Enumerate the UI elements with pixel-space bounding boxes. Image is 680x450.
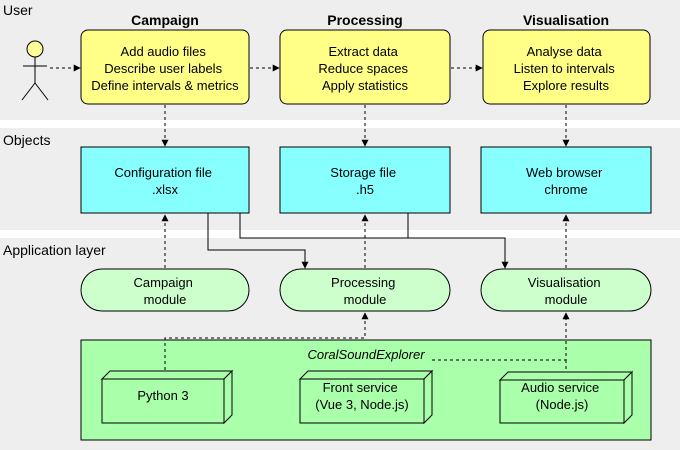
svg-text:Add audio files Describe: Add audio files Describe user labels Def… [91,44,239,93]
svg-text:Extract data Reduce spac: Extract data Reduce spaces Apply statist… [318,44,411,93]
module-visualisation-line-2: module [545,292,588,307]
column-header-visualisation: Visualisation [523,12,609,28]
module-processing-line-2: module [344,292,387,307]
task-visualisation-line-1: Analyse data [527,44,603,59]
object-browser-line-2: chrome [544,182,587,197]
object-storage-line-2: .h5 [356,182,374,197]
svg-text:Storage file .h5: Storage file .h5 [330,165,399,197]
task-processing-line-2: Reduce spaces [318,61,408,76]
object-config-line-1: Configuration file [114,165,212,180]
task-campaign-line-2: Describe user labels [104,61,222,76]
svg-text:Analyse data Listen to i: Analyse data Listen to intervals Explore… [514,44,619,93]
node-audio-service: Audio service (Node.js) [498,370,634,425]
service-to-module-arrows [164,312,570,372]
node-python-label: Python 3 [137,388,188,403]
module-processing-line-1: Processing [331,275,395,290]
svg-text:Python 3: Python 3 [137,388,188,403]
lane-label-objects: Objects [3,132,50,148]
user-actor-icon [21,40,49,101]
svg-text:Processing module: Processing module [331,275,399,307]
node-audio-line-1: Audio service [521,380,599,395]
node-front-line-2: (Vue 3, Node.js) [315,397,408,412]
object-box-config: Configuration file .xlsx [80,146,250,214]
task-box-processing: Extract data Reduce spaces Apply statist… [279,29,451,105]
module-visualisation-line-1: Visualisation [528,275,601,290]
svg-text:Web browser chrome: Web browser chrome [526,165,606,197]
object-to-module-arrows [207,213,509,269]
task-visualisation-line-3: Explore results [523,78,609,93]
object-browser-line-1: Web browser [526,165,603,180]
module-processing: Processing module [279,268,451,312]
svg-text:Front service (Vue 3, No: Front service (Vue 3, Node.js) [315,380,408,412]
node-audio-line-2: (Node.js) [536,397,589,412]
object-box-storage: Storage file .h5 [279,146,451,214]
svg-text:Configuration file .xlsx: Configuration file .xlsx [114,165,215,197]
task-processing-line-1: Extract data [329,44,399,59]
module-to-object-arrows [161,214,570,268]
object-config-line-2: .xlsx [152,182,179,197]
task-visualisation-line-2: Listen to intervals [514,61,616,76]
task-campaign-line-3: Define intervals & metrics [91,78,239,93]
node-python: Python 3 [100,369,234,425]
module-visualisation: Visualisation module [480,268,652,312]
task-campaign-line-1: Add audio files [121,44,207,59]
lane-label-application: Application layer [3,242,106,258]
node-front-line-1: Front service [323,380,398,395]
user-flow-arrows [50,64,570,147]
system-name: CoralSoundExplorer [307,347,425,362]
object-box-browser: Web browser chrome [480,146,652,214]
task-processing-line-3: Apply statistics [322,78,408,93]
node-front-service: Front service (Vue 3, Node.js) [298,369,434,425]
module-campaign-line-1: Campaign [134,275,193,290]
column-header-campaign: Campaign [131,12,199,28]
task-box-campaign: Add audio files Describe user labels Def… [80,29,250,105]
svg-text:Audio service (Node.js): Audio service (Node.js) [521,380,603,412]
column-header-processing: Processing [327,12,402,28]
svg-text:Visualisation module: Visualisation module [528,275,604,307]
lane-label-user: User [3,2,33,18]
svg-text:Campaign module: Campaign module [134,275,197,307]
task-box-visualisation: Analyse data Listen to intervals Explore… [482,29,651,105]
object-storage-line-1: Storage file [330,165,396,180]
module-campaign: Campaign module [80,268,250,312]
module-campaign-line-2: module [144,292,187,307]
